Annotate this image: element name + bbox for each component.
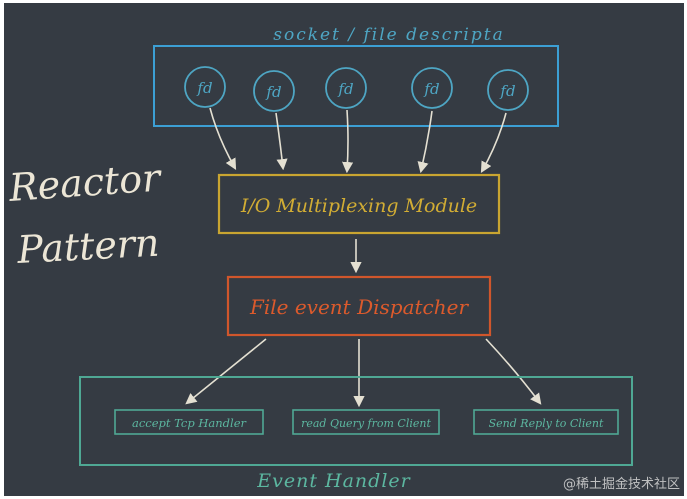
socket-label: socket / file descripta xyxy=(273,25,504,45)
arrow xyxy=(185,338,267,405)
event-handler-box xyxy=(79,376,633,466)
fd-label: fd xyxy=(499,82,515,100)
event-handler-label: Event Handler xyxy=(256,470,411,492)
fd-circle: fd xyxy=(411,67,453,109)
handler-box xyxy=(292,409,440,435)
title-line-2: Pattern xyxy=(15,221,160,272)
fd-label: fd xyxy=(196,79,212,97)
fd-circle: fd xyxy=(253,70,295,112)
reactor-diagram: socket / file descripta fd fd fd fd fd xyxy=(7,25,680,492)
diagram-board: socket / file descripta fd fd fd fd fd xyxy=(4,3,684,496)
arrow xyxy=(485,338,542,405)
handler-box xyxy=(473,409,619,435)
fd-label: fd xyxy=(265,83,281,101)
handler-box xyxy=(114,409,264,435)
socket-box xyxy=(153,45,559,127)
title-line-1: Reactor xyxy=(7,155,165,210)
arrow xyxy=(417,110,433,174)
watermark: @稀土掘金技术社区 xyxy=(563,476,680,492)
fd-label: fd xyxy=(337,80,353,98)
arrow xyxy=(480,112,507,173)
dispatcher-label: File event Dispatcher xyxy=(249,295,469,319)
multiplexer-label: I/O Multiplexing Module xyxy=(240,195,477,217)
fd-circle: fd xyxy=(325,67,367,109)
handler-label: accept Tcp Handler xyxy=(132,416,248,430)
fd-label: fd xyxy=(423,80,439,98)
handler-label: read Query from Client xyxy=(301,417,431,430)
arrow xyxy=(209,107,237,170)
arrow xyxy=(342,109,354,174)
fd-circle: fd xyxy=(487,69,529,111)
multiplexer-box xyxy=(217,173,501,235)
dispatcher-box xyxy=(226,275,492,337)
arrow xyxy=(275,112,288,171)
handler-label: Send Reply to Client xyxy=(489,417,604,430)
fd-circle: fd xyxy=(184,66,226,108)
